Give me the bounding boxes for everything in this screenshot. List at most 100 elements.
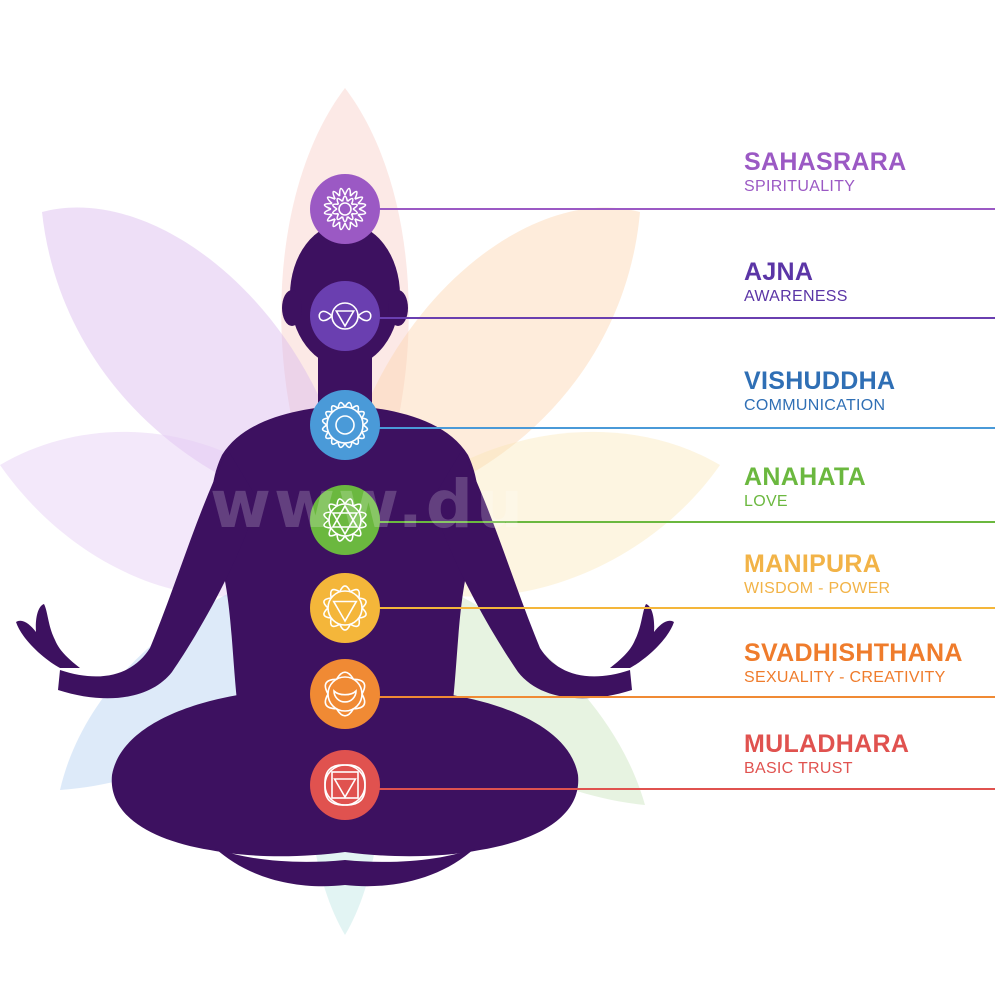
chakra-meaning: BASIC TRUST bbox=[744, 760, 853, 777]
petal-stroke bbox=[351, 208, 358, 215]
petal-stroke bbox=[337, 441, 346, 449]
inner-ring bbox=[335, 415, 355, 435]
chakra-name: AJNA bbox=[744, 258, 814, 286]
petal-stroke bbox=[341, 216, 349, 223]
chakra-circle-vishuddha bbox=[310, 390, 380, 460]
chakra-circle-anahata bbox=[310, 485, 380, 555]
petal-stroke bbox=[325, 431, 333, 440]
chakra-label-ajna: AJNA AWARENESS bbox=[744, 258, 994, 307]
square-triangle-lotus-icon bbox=[310, 750, 380, 820]
petal-stroke bbox=[329, 588, 341, 599]
petal-stroke bbox=[323, 511, 332, 521]
petal-stroke bbox=[341, 195, 349, 202]
right-arm bbox=[432, 450, 632, 699]
petal-stroke bbox=[332, 208, 339, 215]
chakra-meaning: AWARENESS bbox=[744, 288, 848, 305]
petal-stroke bbox=[357, 208, 367, 216]
chakra-name: SVADHISHTHANA bbox=[744, 639, 963, 667]
crescent-lotus-icon bbox=[310, 659, 380, 729]
petal-stroke bbox=[336, 498, 346, 507]
chakra-name: VISHUDDHA bbox=[744, 367, 896, 395]
right-hand bbox=[610, 604, 674, 668]
petal-stroke bbox=[335, 671, 355, 680]
chakra-label-sahasrara: SAHASRARA SPIRITUALITY bbox=[744, 148, 994, 197]
left-hand bbox=[16, 604, 80, 668]
petal-stroke bbox=[352, 503, 362, 513]
chakra-label-vishuddha: VISHUDDHA COMMUNICATION bbox=[744, 367, 994, 416]
petal-stroke bbox=[332, 203, 339, 210]
connector-lines bbox=[345, 208, 995, 790]
right-ear bbox=[388, 290, 408, 326]
outer-ring bbox=[327, 676, 363, 712]
petal-stroke bbox=[344, 441, 353, 449]
petal-stroke bbox=[332, 190, 341, 200]
petal-stroke bbox=[332, 218, 341, 228]
petal-stroke bbox=[323, 519, 332, 529]
chakra-label-manipura: MANIPURA WISDOM - POWER bbox=[744, 550, 994, 599]
chakra-meaning: COMMUNICATION bbox=[744, 397, 886, 414]
petal-stroke bbox=[361, 424, 369, 433]
petal-stroke bbox=[335, 708, 355, 717]
petal-stroke bbox=[358, 597, 367, 609]
chakra-meaning: LOVE bbox=[744, 493, 788, 510]
crescent-moon bbox=[333, 689, 357, 703]
outer-ring bbox=[328, 503, 362, 537]
inverted-triangle bbox=[332, 600, 358, 623]
chakra-meaning: SPIRITUALITY bbox=[744, 178, 856, 195]
torso bbox=[210, 405, 480, 710]
feet bbox=[215, 848, 475, 887]
left-ear bbox=[282, 290, 302, 326]
petal-stroke bbox=[330, 405, 339, 413]
chakra-name: MULADHARA bbox=[744, 730, 910, 758]
petal-stroke bbox=[349, 218, 358, 228]
chakra-name: SAHASRARA bbox=[744, 148, 907, 176]
petal-stroke bbox=[346, 213, 354, 221]
petal-stroke bbox=[358, 607, 367, 619]
inner-ring bbox=[338, 202, 352, 216]
petal-stroke bbox=[326, 196, 336, 205]
chakra-label-svadhishthana: SVADHISHTHANA SEXUALITY - CREATIVITY bbox=[744, 639, 994, 688]
petal-stroke bbox=[351, 203, 358, 210]
petal-stroke bbox=[352, 527, 362, 537]
petal-stroke bbox=[354, 213, 364, 222]
upward-triangle bbox=[331, 504, 359, 528]
petal-stroke bbox=[357, 431, 365, 440]
petal-stroke bbox=[338, 623, 352, 631]
petal-stroke bbox=[349, 588, 361, 599]
chakra-meaning: WISDOM - POWER bbox=[744, 580, 891, 597]
petal-stroke bbox=[344, 401, 353, 409]
petal-stroke bbox=[349, 190, 358, 200]
two-petal-triangle-icon bbox=[310, 281, 380, 351]
outer-ring bbox=[324, 764, 366, 806]
outer-ring bbox=[326, 406, 364, 444]
petal-stroke bbox=[361, 417, 369, 426]
petal-stroke bbox=[330, 437, 339, 445]
petal-stroke bbox=[346, 197, 354, 205]
petal-stroke bbox=[338, 187, 346, 197]
petal-stroke bbox=[344, 533, 354, 542]
petal-stroke bbox=[324, 678, 337, 695]
petal-stroke bbox=[351, 437, 360, 445]
petal-stroke bbox=[344, 187, 352, 197]
petal-stroke bbox=[344, 498, 354, 507]
petal-stroke bbox=[358, 511, 367, 521]
petal-stroke bbox=[337, 401, 346, 409]
petal-stroke bbox=[357, 410, 365, 419]
petal-stroke bbox=[324, 693, 337, 710]
outer-ring bbox=[327, 590, 363, 626]
chakra-circle-muladhara bbox=[310, 750, 380, 820]
hexagram-lotus-icon bbox=[310, 485, 380, 555]
thousand-petal-lotus-icon bbox=[310, 174, 380, 244]
petal-stroke bbox=[353, 693, 366, 710]
petal-stroke bbox=[323, 208, 333, 216]
petal-stroke bbox=[321, 424, 329, 433]
petal-stroke bbox=[323, 202, 333, 210]
chakra-circle-ajna bbox=[310, 281, 380, 351]
chakra-circle-sahasrara bbox=[310, 174, 380, 244]
left-petal bbox=[318, 310, 333, 322]
petal-stroke bbox=[357, 202, 367, 210]
petal-stroke bbox=[321, 417, 329, 426]
petal-stroke bbox=[338, 221, 346, 231]
chakra-circle-manipura bbox=[310, 573, 380, 643]
